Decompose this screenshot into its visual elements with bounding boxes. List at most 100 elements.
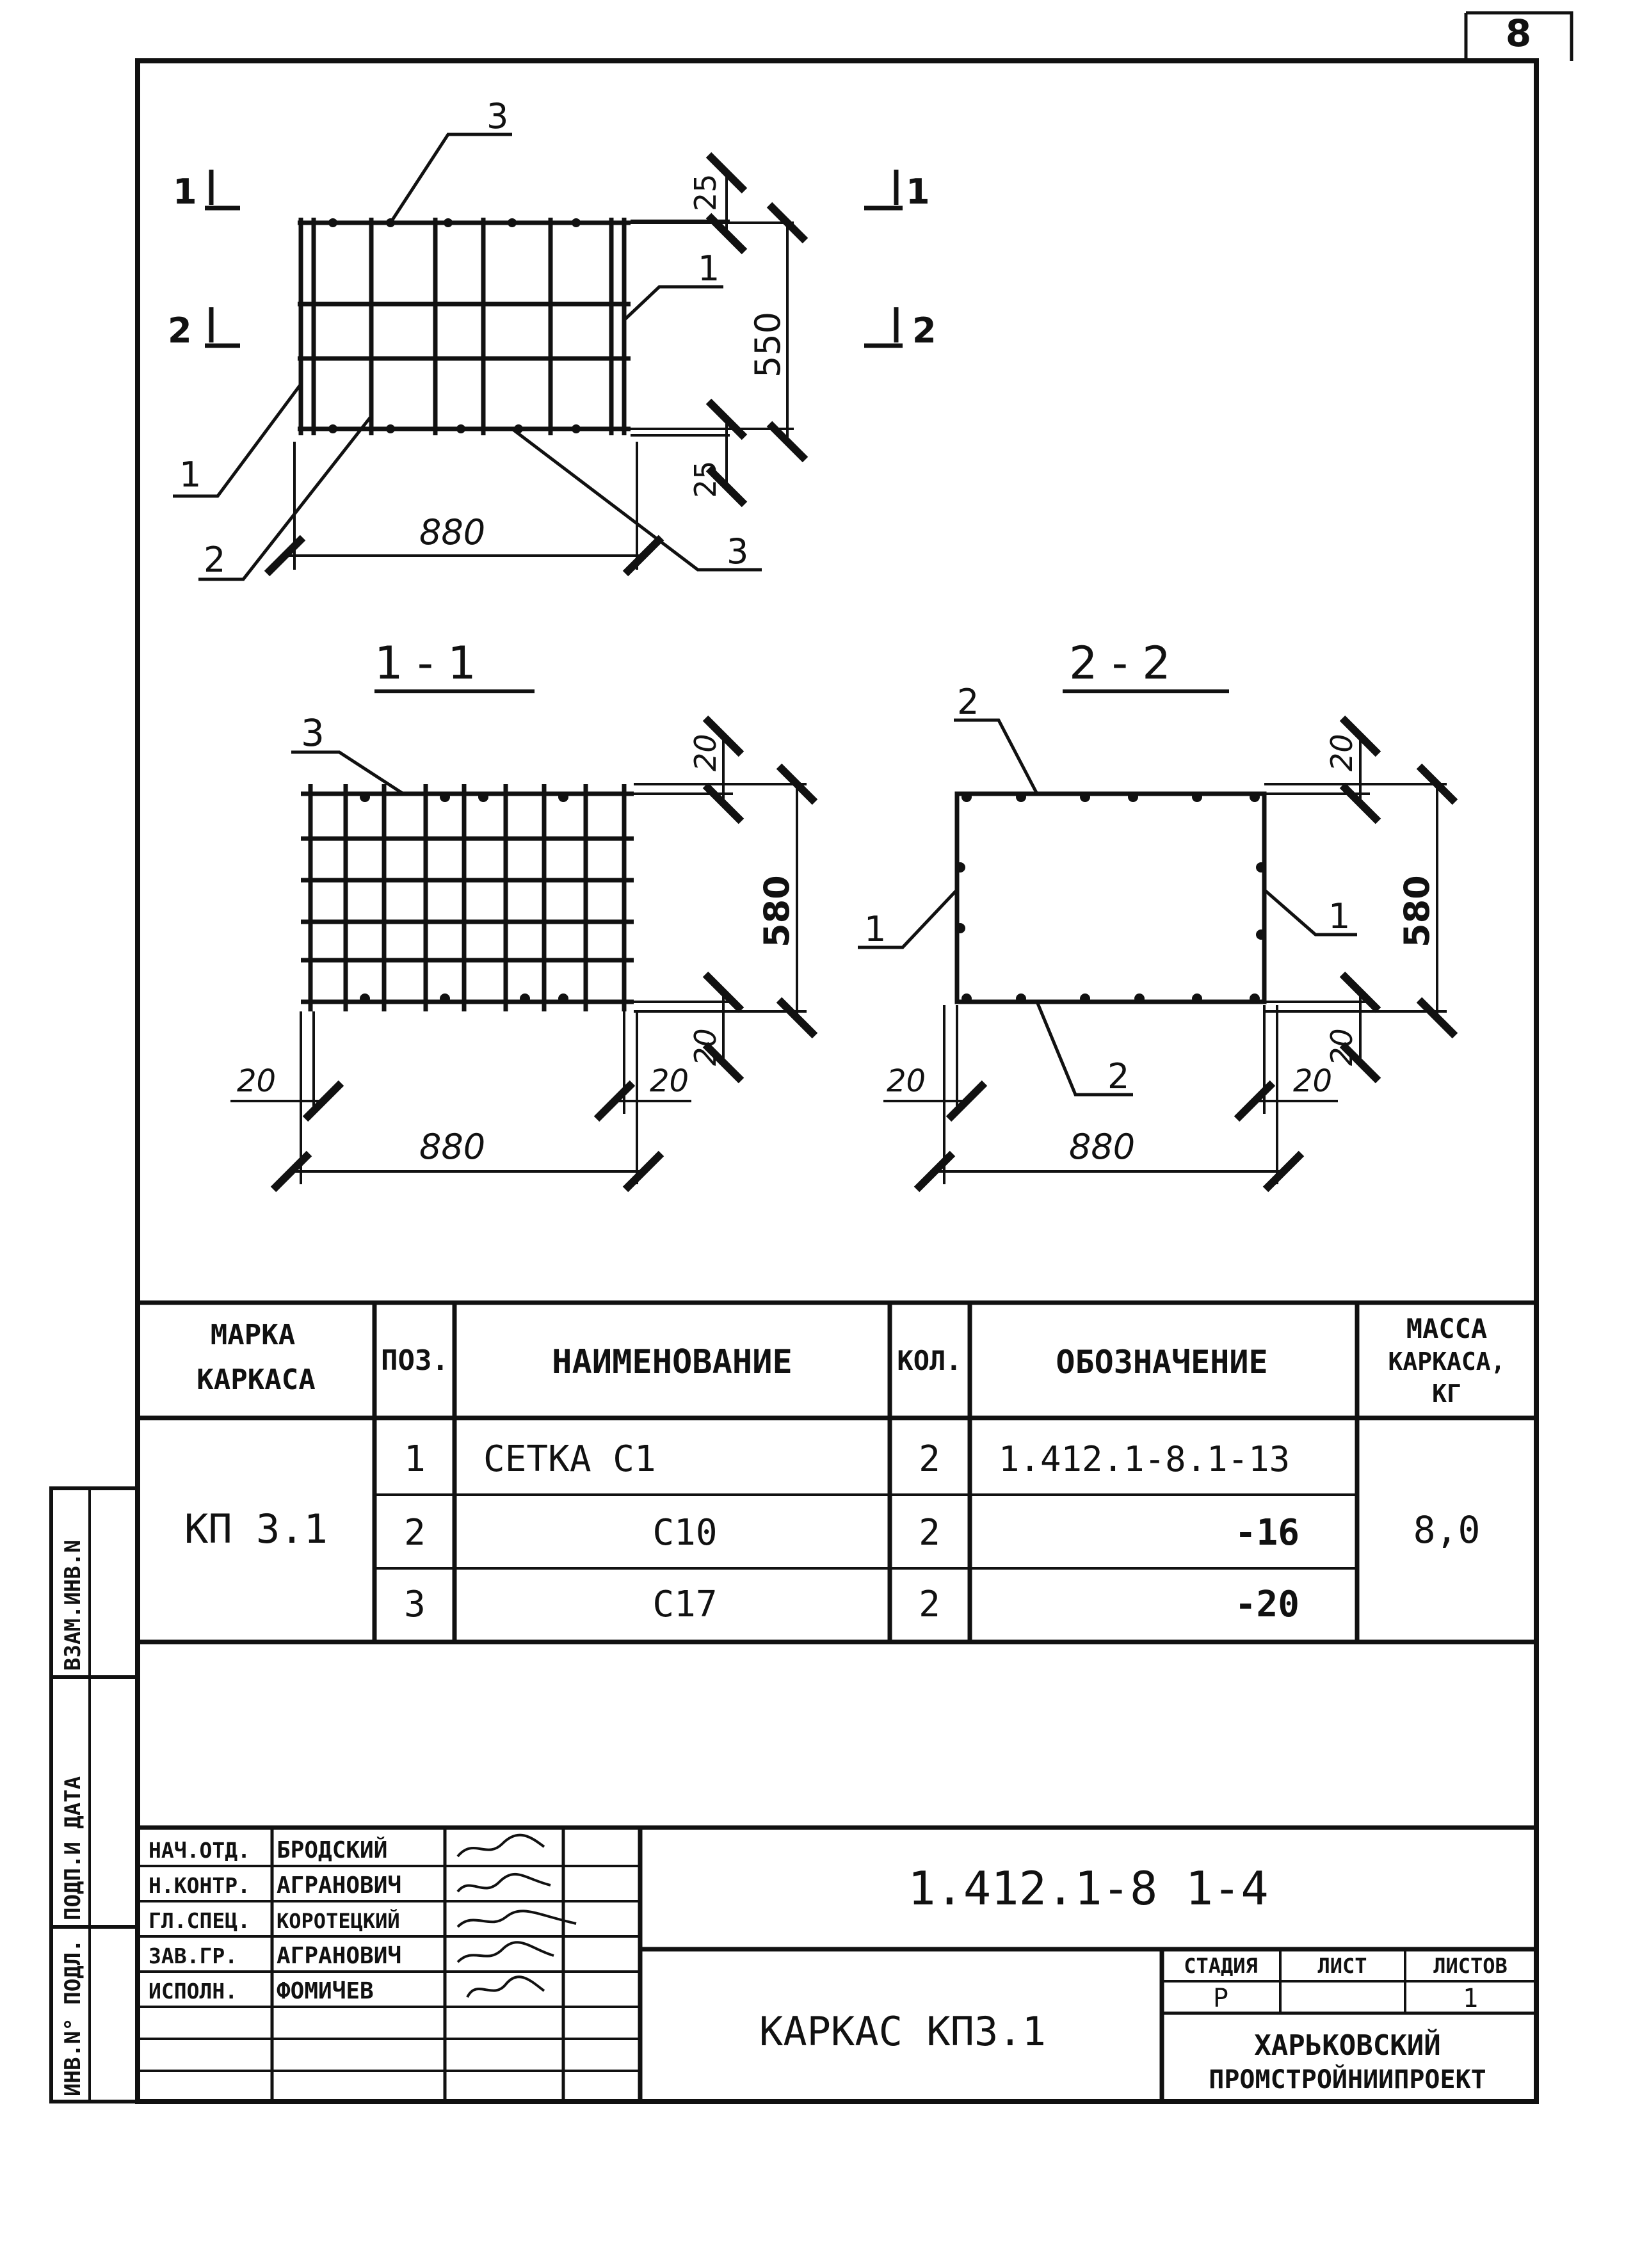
section2-dim-right: 20 [1293, 1063, 1332, 1099]
drawing-title: КАРКАС КП3.1 [759, 2008, 1046, 2055]
row-qty: 2 [919, 1512, 940, 1554]
plan-callout-right-leader [623, 285, 723, 321]
signer-name: АГРАНОВИЧ [277, 1943, 401, 1969]
header-mark-line1: МАРКА [211, 1319, 295, 1351]
plan-callout-top-leader [389, 133, 512, 224]
signer-row: Н.КОНТР. АГРАНОВИЧ [149, 1872, 401, 1899]
plan-callout-right: 1 [698, 248, 720, 289]
row-name: С17 [652, 1584, 717, 1625]
signer-role: ГЛ.СПЕЦ. [149, 1908, 250, 1933]
section2-dim-width: 880 [1069, 1127, 1135, 1167]
section-cut-marks [205, 170, 903, 348]
section-mark-2-right: 2 [912, 310, 937, 351]
signer-row: НАЧ.ОТД. БРОДСКИЙ [149, 1837, 387, 1863]
signer-row: ЗАВ.ГР. АГРАНОВИЧ [149, 1943, 401, 1969]
section-mark-1-right: 1 [906, 172, 930, 212]
signer-name: ФОМИЧЕВ [277, 1978, 374, 2004]
plan-callout-br-leader [511, 428, 762, 572]
signatures [456, 1833, 577, 1999]
section2-dim-top: 20 [1324, 734, 1359, 771]
plan-view: 3 1 1 2 3 1 1 2 2 25 550 2 [168, 96, 937, 581]
row-qty: 2 [919, 1438, 940, 1480]
signer-role: Н.КОНТР. [149, 1873, 250, 1898]
signer-role: НАЧ.ОТД. [149, 1838, 250, 1863]
org-line-2: ПРОМСТРОЙНИИПРОЕКТ [1209, 2064, 1486, 2095]
side-stamp [49, 1486, 140, 2103]
sheets-label: ЛИСТОВ [1433, 1954, 1508, 1978]
section1-grid [301, 784, 634, 1011]
plan-grid [298, 218, 631, 435]
section1-dim-width: 880 [419, 1127, 485, 1167]
header-mass-line1: МАССА [1406, 1313, 1487, 1344]
section2-dim-left: 20 [887, 1063, 926, 1099]
row-designation: -16 [1235, 1512, 1299, 1554]
section-mark-1-left: 1 [173, 172, 197, 212]
section2-callout-bottom: 2 [1107, 1056, 1129, 1097]
plan-callout-top: 3 [487, 96, 508, 136]
section1-rebar-dots [360, 792, 568, 1004]
plan-callout-left-1: 1 [179, 454, 201, 495]
section1-dim-top: 20 [688, 734, 723, 771]
signer-role: ИСПОЛН. [149, 1979, 237, 2004]
document-code: 1.412.1-8 1-4 [908, 1862, 1269, 1915]
plan-callout-left2-leader [198, 415, 373, 581]
row-pos: 3 [404, 1584, 426, 1625]
section-2-2: 2 - 2 2 1 1 2 [858, 637, 1458, 1193]
signer-name: КОРОТЕЦКИЙ [277, 1909, 400, 1933]
section2-callout-bottom-leader [1035, 1001, 1133, 1097]
table-row: 2 С10 2 -16 [404, 1512, 1299, 1554]
signer-name: БРОДСКИЙ [277, 1837, 387, 1863]
header-name: НАИМЕНОВАНИЕ [552, 1343, 792, 1381]
plan-dim-height: 550 [748, 312, 788, 378]
plan-dim-width: 880 [419, 512, 485, 552]
header-qty: КОЛ. [897, 1345, 961, 1376]
side-stamp-field-3: ИНВ.N° ПОДЛ. [60, 1939, 86, 2096]
title-block: НАЧ.ОТД. БРОДСКИЙ Н.КОНТР. АГРАНОВИЧ ГЛ.… [138, 1825, 1536, 2102]
plan-dim-top: 25 [688, 173, 723, 211]
section2-rebar-dots [955, 792, 1266, 1004]
section2-callout-top-leader [954, 718, 1039, 795]
section1-dim-bottom: 20 [688, 1028, 723, 1066]
section2-callout-top: 2 [957, 682, 979, 722]
section-mark-2-left: 2 [168, 310, 192, 351]
section2-callout-left-leader [858, 889, 958, 949]
row-pos: 1 [404, 1438, 426, 1480]
signer-row: ГЛ.СПЕЦ. КОРОТЕЦКИЙ [149, 1908, 400, 1933]
section2-dim-bottom: 20 [1324, 1028, 1359, 1066]
header-mass-line3: КГ [1432, 1379, 1461, 1408]
row-name: СЕТКА С1 [483, 1438, 656, 1480]
sheet-number: 8 [1506, 12, 1531, 55]
section-1-1: 1 - 1 3 [230, 637, 818, 1193]
section1-dim-height: 580 [757, 875, 797, 947]
frame-mark: КП 3.1 [184, 1506, 328, 1552]
sheet-frame [135, 11, 1573, 2104]
section1-dimensions [230, 715, 818, 1193]
row-qty: 2 [919, 1584, 940, 1625]
header-designation: ОБОЗНАЧЕНИЕ [1056, 1344, 1267, 1381]
plan-rebar-dots [328, 218, 581, 433]
plan-callout-left-2: 2 [204, 540, 225, 580]
signer-row: ИСПОЛН. ФОМИЧЕВ [149, 1978, 374, 2004]
sheet-label: ЛИСТ [1317, 1954, 1367, 1978]
header-mass-line2: КАРКАСА, [1388, 1347, 1505, 1376]
section2-dimensions [883, 715, 1458, 1193]
plan-dimensions [264, 152, 808, 577]
section1-dim-right: 20 [650, 1063, 689, 1099]
table-row: 1 СЕТКА С1 2 1.412.1-8.1-13 [404, 1438, 1290, 1480]
spec-table: МАРКА КАРКАСА ПОЗ. НАИМЕНОВАНИЕ КОЛ. ОБО… [138, 1300, 1536, 1645]
section1-callout: 3 [301, 711, 325, 755]
header-pos: ПОЗ. [381, 1344, 449, 1377]
section2-callout-right-leader [1263, 889, 1357, 937]
side-stamp-field-1: ВЗАМ.ИНВ.N [60, 1540, 86, 1671]
section2-dim-height: 580 [1397, 875, 1437, 947]
section2-callout-left: 1 [864, 909, 886, 949]
table-row: 3 С17 2 -20 [404, 1584, 1299, 1625]
section1-callout-leader [291, 750, 405, 796]
row-name: С10 [652, 1512, 717, 1554]
plan-callout-bottom-right: 3 [727, 531, 748, 572]
stage-label: СТАДИЯ [1184, 1954, 1258, 1978]
stage-value: Р [1213, 1984, 1228, 2013]
signer-name: АГРАНОВИЧ [277, 1872, 401, 1899]
plan-callout-left1-leader [173, 383, 303, 498]
